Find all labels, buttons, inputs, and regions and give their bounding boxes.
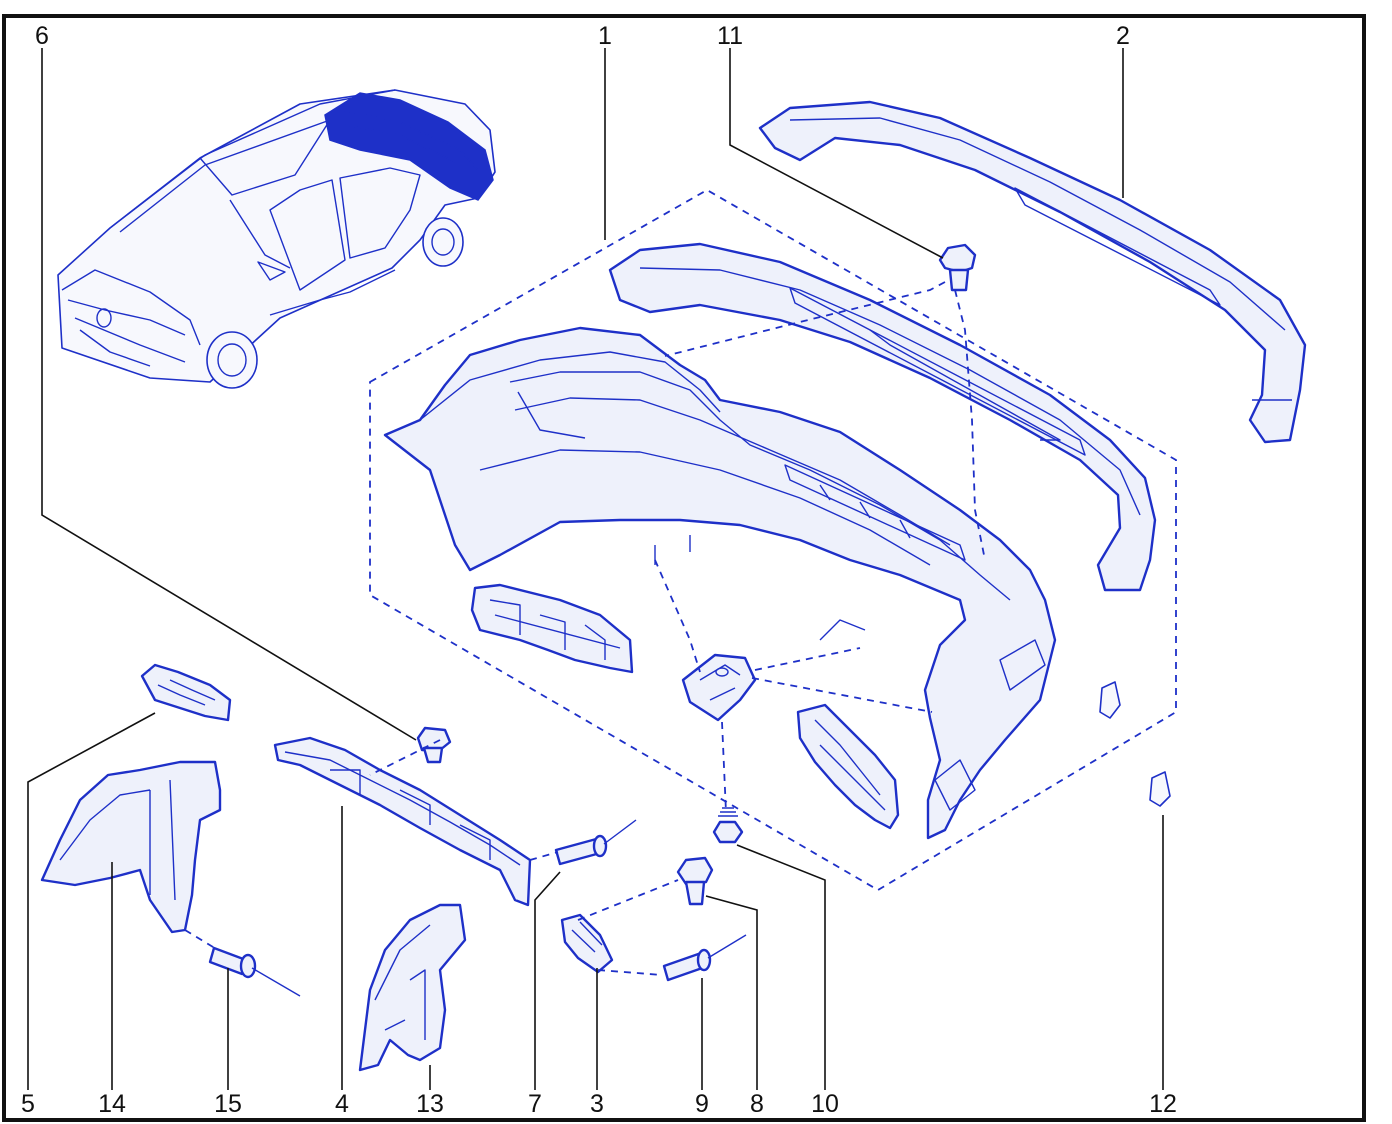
callout-labels: 6 1 11 2 5 14 15 4 13 7 3 9 8 10 12 [21, 22, 1177, 1118]
callout-6: 6 [35, 22, 49, 50]
callout-10: 10 [811, 1090, 839, 1118]
callout-2: 2 [1116, 22, 1130, 50]
part-5-bracket [140, 663, 232, 722]
part-11-clip [938, 243, 977, 292]
part-15-rivet [208, 946, 301, 997]
callout-12: 12 [1149, 1090, 1177, 1118]
callout-3: 3 [590, 1090, 604, 1118]
callout-14: 14 [98, 1090, 126, 1118]
part-7-rivet [554, 819, 637, 866]
part-9-rivet [662, 934, 747, 982]
part-1-rear-bumper-cover [383, 326, 1057, 840]
right-bumper-bracket [796, 703, 900, 830]
part-8-clip [676, 856, 714, 906]
part-4-beam [273, 736, 532, 907]
part-10-screw [712, 807, 744, 844]
callout-1: 1 [598, 22, 612, 50]
callout-13: 13 [416, 1090, 444, 1118]
callout-7: 7 [528, 1090, 542, 1118]
bumper-trim-strip [608, 242, 1157, 592]
callout-5: 5 [21, 1090, 35, 1118]
assembly-lines [184, 281, 986, 976]
callout-15: 15 [214, 1090, 242, 1118]
diagram-frame [2, 14, 1366, 1122]
leader-lines [27, 48, 1164, 1090]
callout-8: 8 [750, 1090, 764, 1118]
callout-4: 4 [335, 1090, 349, 1118]
part-3-small-bracket [560, 913, 614, 974]
highlighted-rear-bumper [324, 92, 494, 201]
part-6-clip [416, 726, 452, 764]
part-12-cap [1099, 681, 1171, 807]
callout-11: 11 [717, 22, 743, 50]
part-13-bracket [358, 903, 467, 1072]
centre-guide-bracket [681, 653, 757, 722]
left-bumper-bracket [470, 583, 634, 674]
part-14-bracket [40, 760, 222, 934]
car-overview-illustration [57, 89, 496, 389]
part-2-lower-spoiler [758, 100, 1307, 444]
callout-9: 9 [695, 1090, 709, 1118]
